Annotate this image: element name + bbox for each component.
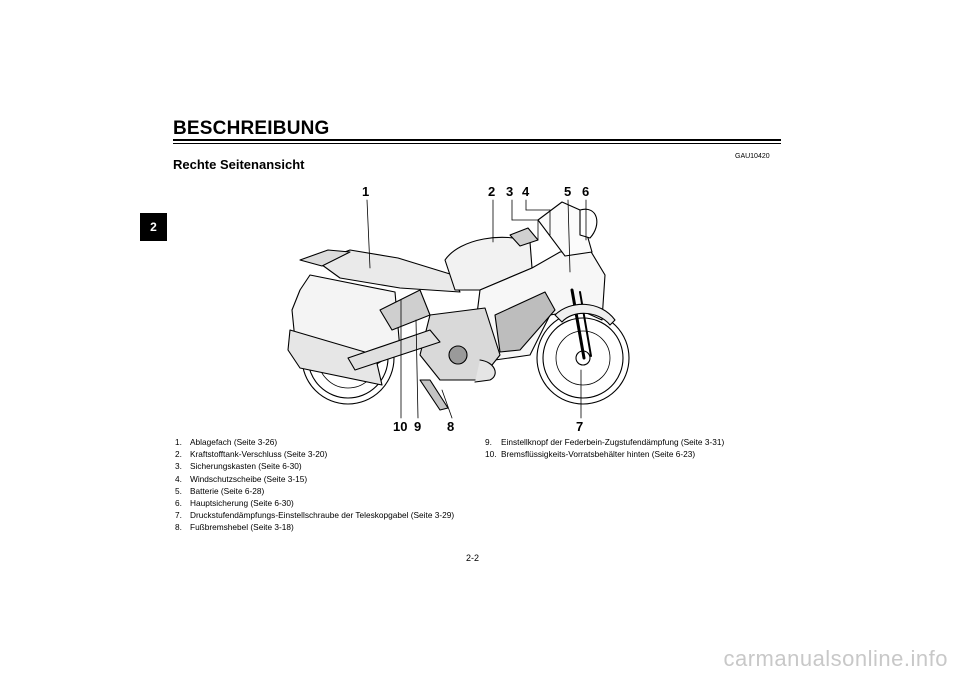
- list-item: 7.Druckstufendämpfungs-Einstellschraube …: [175, 510, 455, 521]
- parts-list-left: 1.Ablagefach (Seite 3-26) 2.Kraftstoffta…: [175, 436, 465, 534]
- list-item: 5.Batterie (Seite 6-28): [175, 485, 265, 496]
- title-rule-thin: [173, 143, 781, 144]
- callout-2: 2: [488, 184, 495, 199]
- title-rule: [173, 139, 781, 141]
- exhaust: [287, 329, 383, 386]
- motorcycle-figure: 1 2 3 4 5 6 10 9 8 7: [287, 184, 630, 434]
- section-title: Rechte Seitenansicht: [173, 157, 305, 172]
- callout-5: 5: [564, 184, 571, 199]
- list-item: 1.Ablagefach (Seite 3-26): [175, 437, 278, 447]
- list-item: 10.Bremsflüssigkeits-Vorratsbehälter hin…: [485, 449, 696, 460]
- list-item: 4.Windschutzscheibe (Seite 3-15): [175, 473, 308, 484]
- callout-4: 4: [522, 184, 530, 199]
- list-item: 8.Fußbremshebel (Seite 3-18): [175, 522, 294, 533]
- swingarm: [347, 329, 441, 371]
- callout-1: 1: [362, 184, 369, 199]
- list-item: 3.Sicherungskasten (Seite 6-30): [175, 461, 302, 472]
- list-item: 6.Hauptsicherung (Seite 6-30): [175, 498, 294, 509]
- callout-9: 9: [414, 419, 421, 434]
- watermark: carmanualsonline.info: [723, 646, 948, 671]
- callout-7: 7: [576, 419, 583, 434]
- front-fork: [570, 288, 586, 360]
- list-item: 9.Einstellknopf der Federbein-Zugstufend…: [485, 437, 725, 447]
- doc-code: GAU10420: [735, 153, 770, 160]
- callout-8: 8: [447, 419, 454, 434]
- page-number: 2-2: [466, 553, 480, 563]
- callout-3: 3: [506, 184, 513, 199]
- callouts: 1 2 3 4 5 6 10 9 8 7: [362, 184, 589, 434]
- list-item: 2.Kraftstofftank-Verschluss (Seite 3-20): [175, 449, 328, 460]
- chapter-tab: 2: [140, 213, 167, 241]
- parts-list-right: 9.Einstellknopf der Federbein-Zugstufend…: [485, 436, 785, 460]
- callout-10: 10: [393, 419, 407, 434]
- page-title: BESCHREIBUNG: [173, 118, 330, 139]
- callout-6: 6: [582, 184, 589, 199]
